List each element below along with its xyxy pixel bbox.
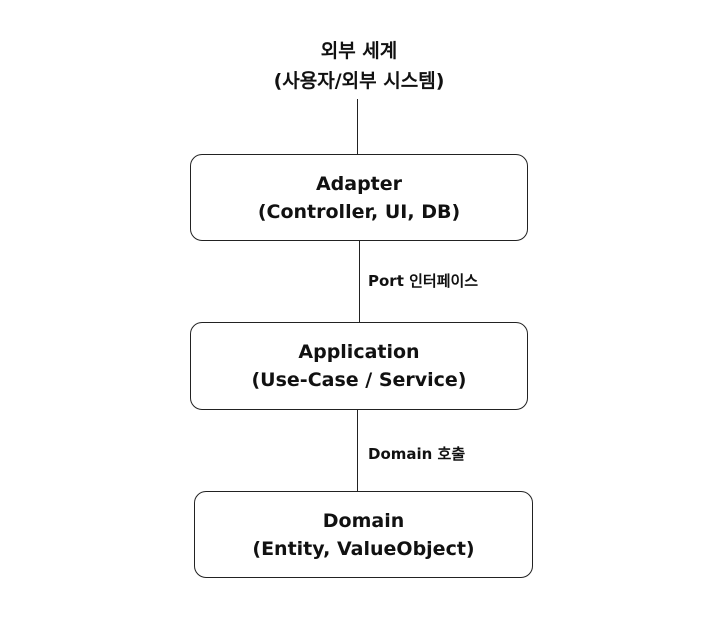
external-world-label: 외부 세계 (사용자/외부 시스템) <box>209 36 509 96</box>
domain-layer-box: Domain (Entity, ValueObject) <box>194 491 533 578</box>
domain-layer-subtitle: (Entity, ValueObject) <box>252 537 475 560</box>
adapter-layer-box: Adapter (Controller, UI, DB) <box>190 154 528 241</box>
domain-layer-title: Domain <box>322 509 405 532</box>
application-layer-box: Application (Use-Case / Service) <box>190 322 528 410</box>
external-world-title: 외부 세계 <box>320 40 398 62</box>
connector-application-domain <box>357 410 358 492</box>
application-layer-subtitle: (Use-Case / Service) <box>251 369 467 391</box>
adapter-layer-title: Adapter <box>315 172 403 195</box>
domain-call-label: Domain 호출 <box>368 445 466 463</box>
external-world-subtitle: (사용자/외부 시스템) <box>273 70 445 92</box>
connector-adapter-application <box>359 241 360 323</box>
application-layer-title: Application <box>298 341 420 363</box>
port-interface-label: Port 인터페이스 <box>368 272 479 290</box>
connector-external-adapter <box>357 99 358 155</box>
adapter-layer-subtitle: (Controller, UI, DB) <box>257 200 461 223</box>
